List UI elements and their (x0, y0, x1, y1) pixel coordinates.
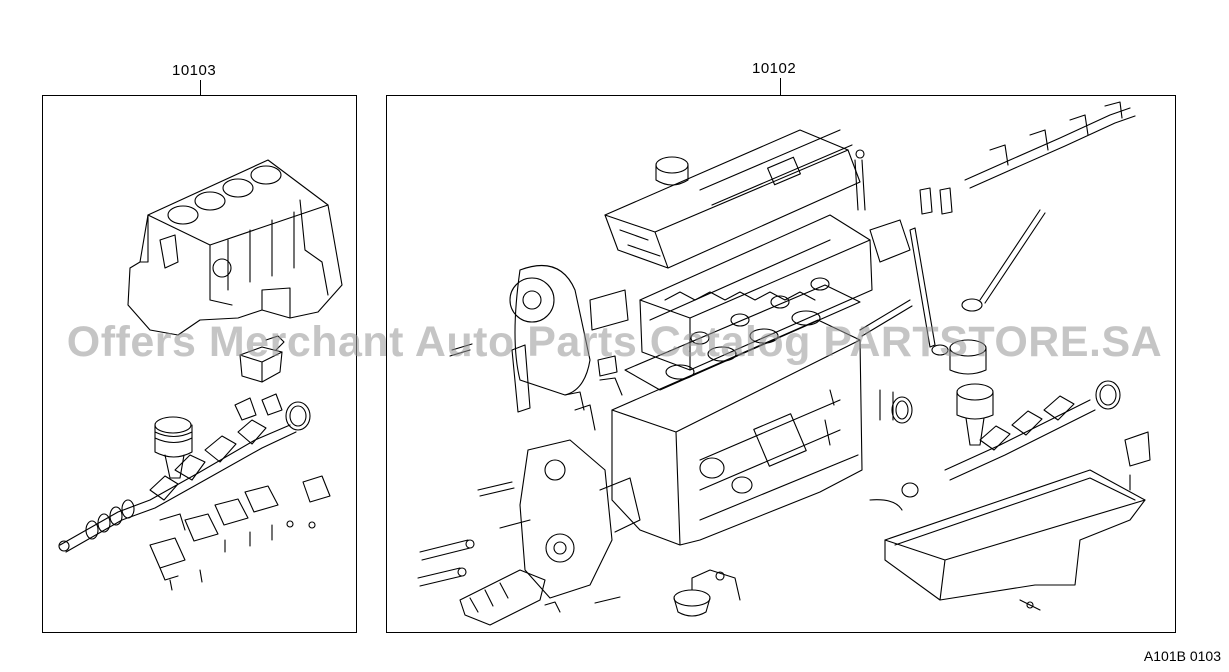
watermark-text: Offers Merchant Auto Parts Catalog PARTS… (66, 318, 1163, 366)
diagram-reference-code: A101B 0103 (1143, 648, 1221, 664)
sprocket-drawing (574, 289, 629, 431)
engine-block-drawing (611, 319, 863, 546)
bolts-drawing (417, 343, 621, 613)
timing-chain-drawing (509, 265, 591, 413)
callout-leader-line (780, 78, 781, 96)
pistons-right-drawing (949, 339, 994, 446)
engine-assembly-frame[interactable] (386, 95, 1176, 633)
short-block-assembly-frame[interactable] (42, 95, 357, 633)
bearing-caps-drawing (149, 393, 331, 591)
callout-leader-line (200, 80, 201, 95)
cylinder-block-drawing (127, 159, 343, 336)
front-bracket-drawing (459, 569, 546, 626)
oil-pump-drawing (239, 335, 285, 383)
crankshaft-drawing (58, 419, 297, 553)
part-number-10103[interactable]: 10103 (172, 62, 217, 79)
timing-cover-drawing (519, 439, 641, 599)
small-parts-drawing (824, 149, 1151, 611)
valve-cover-drawing (604, 129, 861, 269)
piston-drawing (154, 416, 193, 479)
cylinder-head-drawing (639, 214, 873, 371)
rocker-shaft-drawing (909, 101, 1136, 356)
oil-strainer-drawing (673, 569, 741, 617)
rear-oil-seal-drawing (285, 401, 311, 431)
part-number-10102[interactable]: 10102 (752, 60, 797, 77)
crankshaft-right-drawing (944, 380, 1121, 481)
oil-pan-drawing (884, 469, 1146, 601)
